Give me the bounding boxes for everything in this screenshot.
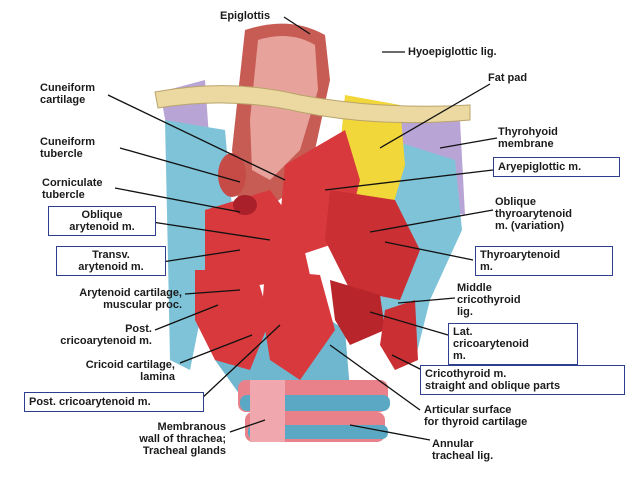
label-corniculate-tubercle: Corniculate tubercle (42, 177, 103, 201)
lat-cricoarytenoid-muscle (330, 280, 385, 345)
label-cricothyroid-m: Cricothyroid m. straight and oblique par… (420, 365, 625, 395)
tracheal-glands (250, 380, 285, 442)
label-fat-pad: Fat pad (488, 72, 528, 84)
label-transv-arytenoid-m: Transv. arytenoid m. (56, 246, 166, 276)
post-cricoarytenoid-left (195, 270, 270, 370)
hyoid-bone (154, 85, 471, 124)
label-epiglottis: Epiglottis (220, 10, 271, 22)
label-thyroarytenoid-m: Thyroarytenoid m. (475, 246, 613, 276)
label-cuneiform-tubercle: Cuneiform tubercle (40, 136, 95, 160)
cricothyroid-muscle (380, 300, 418, 370)
cuneiform-tubercle-shape (218, 153, 246, 197)
label-lat-cricoarytenoid-m: Lat. cricoarytenoid m. (448, 323, 578, 365)
label-aryepiglottic-m: Aryepiglottic m. (493, 157, 620, 177)
label-middle-cricothyroid-lig: Middle cricothyroid lig. (457, 282, 521, 318)
label-post-cricoarytenoid-1: Post. cricoarytenoid m. (60, 323, 152, 347)
label-arytenoid-cartilage: Arytenoid cartilage, muscular proc. (79, 287, 182, 311)
label-annular-tracheal-lig: Annular tracheal lig. (432, 438, 494, 462)
thyroid-cartilage-left (165, 120, 235, 370)
corniculate-tubercle-shape (233, 195, 257, 215)
label-membranous-wall: Membranous wall of thrachea; Tracheal gl… (139, 421, 226, 457)
label-oblique-arytenoid-m: Oblique arytenoid m. (48, 206, 156, 236)
label-post-cricoarytenoid-2: Post. cricoarytenoid m. (24, 392, 204, 412)
post-cricoarytenoid-right (262, 270, 335, 380)
label-articular-surface: Articular surface for thyroid cartilage (424, 404, 528, 428)
thyroarytenoid-muscle (325, 190, 420, 300)
label-cuneiform-cartilage: Cuneiform cartilage (40, 82, 95, 106)
label-oblique-thyroarytenoid: Oblique thyroarytenoid m. (variation) (495, 196, 573, 232)
label-cricoid-cartilage-lamina: Cricoid cartilage, lamina (85, 359, 175, 383)
label-hyoepiglottic-lig: Hyoepiglottic lig. (408, 46, 497, 58)
label-thyrohyoid-membrane: Thyrohyoid membrane (498, 126, 558, 150)
